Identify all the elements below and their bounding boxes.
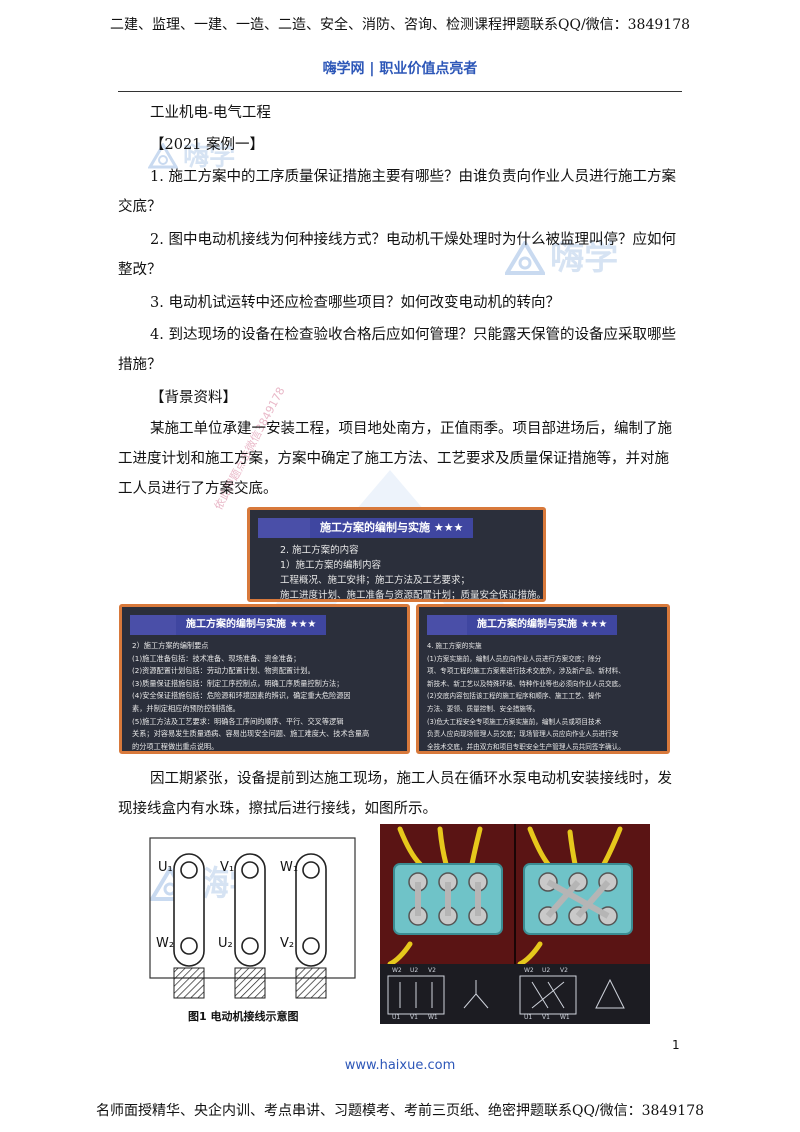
photo-terminal-label: V2 (560, 967, 568, 974)
top-contact-banner: 二建、监理、一建、一造、二造、安全、消防、咨询、检测课程押题联系QQ/微信：38… (109, 17, 691, 33)
slide-line: (5)施工方法及工艺要求：明确各工序间的顺序、平行、交叉等逻辑 (132, 716, 344, 726)
slide-line: (2)资源配置计划包括：劳动力配置计划、物资配置计划。 (132, 666, 315, 676)
photo-terminal-label: U1 (392, 1014, 401, 1021)
site-slogan: 嗨学网 | 职业价值点亮者 (322, 61, 478, 77)
photo-terminal-label: W2 (524, 967, 534, 974)
watermark-logo-icon (147, 142, 179, 169)
slide-header: 施工方案的编制与实施 ★★★ (258, 518, 474, 538)
photo-terminal-label: V1 (542, 1014, 550, 1021)
photo-terminal-label: U2 (542, 967, 551, 974)
terminal-label: W₁ (280, 860, 299, 875)
slide-header: 施工方案的编制与实施 ★★★ (130, 615, 327, 635)
slide-line: 关系；对容易发生质量通病、容易出现安全问题、施工难度大、技术含量高 (132, 729, 370, 739)
terminal-label: W₂ (156, 936, 175, 951)
slide-line: 2）施工方案的编制要点 (132, 641, 209, 650)
slide-body: 4. 施工方案的实施 (1)方案实施前，编制人员应向作业人员进行方案交底；除分 … (427, 640, 625, 751)
terminal-box-photo-icon (380, 824, 650, 1024)
slide-header-block (130, 615, 176, 635)
site-url: www.haixue.com (344, 1058, 456, 1073)
terminal-label: U₁ (158, 860, 173, 875)
bottom-contact-banner: 名师面授精华、央企内训、考点串讲、习题模考、考前三页纸、绝密押题联系QQ/微信：… (95, 1103, 705, 1119)
photo-terminal-label: W2 (392, 967, 402, 974)
background-tag: 【背景资料】 (150, 390, 237, 406)
slide-line: 素，并制定相应的预防控制措施。 (132, 703, 240, 713)
slide-line: 1）施工方案的编制内容 (280, 560, 382, 571)
equipment-paragraph: 因工期紧张，设备提前到达施工现场，施工人员在循环水泵电动机安装接线时，发现接线盒… (118, 771, 672, 817)
slide-line: (3)质量保证措施包括：制定工序控制点，明确工序质量控制方法； (132, 678, 344, 688)
slide-body: 2）施工方案的编制要点 (1)施工准备包括：技术准备、现场准备、资金准备； (2… (132, 640, 370, 751)
photo-terminal-label: W1 (428, 1014, 438, 1021)
slide-title: 施工方案的编制与实施 ★★★ (176, 615, 327, 635)
watermark-logo: 嗨学 (147, 140, 236, 177)
terminal-label: U₂ (218, 936, 233, 951)
slide-line: 工程概况、施工安排；施工方法及工艺要求； (280, 575, 471, 586)
slide-line: 施工进度计划、施工准备与资源配置计划；质量安全保证措施。 (280, 590, 546, 601)
slide-line: (3)危大工程安全专项施工方案实施前，编制人员或项目技术 (427, 717, 602, 726)
slide-line: 全技术交底，并由双方和项目专职安全生产管理人员共同签字确认。 (427, 742, 625, 751)
question-2: 2. 图中电动机接线为何种接线方式？电动机干燥处理时为什么被监理叫停？应如何整改… (118, 232, 676, 278)
watermark-logo-text: 嗨学 (183, 142, 236, 172)
slide-plan-implementation: 施工方案的编制与实施 ★★★ 4. 施工方案的实施 (1)方案实施前，编制人员应… (416, 604, 670, 754)
photo-terminal-label: W1 (560, 1014, 570, 1021)
page-number: 1 (672, 1038, 680, 1052)
slide-header: 施工方案的编制与实施 ★★★ (427, 615, 618, 635)
photo-terminal-label: U2 (410, 967, 419, 974)
slide-line: 项、专项工程的施工方案需进行技术交底外，涉及新产品、新材料、 (427, 667, 625, 676)
slide-line: 负责人应向现场管理人员交底；现场管理人员应向作业人员进行安 (427, 730, 619, 739)
subject-line: 工业机电-电气工程 (150, 105, 271, 121)
wiring-diagram: U₁ V₁ W₁ W₂ U₂ V₂ 图1 电动机接线示意图 (140, 836, 370, 1026)
slide-line: 的分项工程做出重点说明。 (132, 741, 219, 751)
background-paragraph: 某施工单位承建一安装工程，项目地处南方，正值雨季。项目部进场后，编制了施工进度计… (118, 421, 672, 497)
slide-plan-content: 施工方案的编制与实施 ★★★ 2. 施工方案的内容 1）施工方案的编制内容 工程… (247, 507, 546, 602)
slide-title: 施工方案的编制与实施 ★★★ (467, 615, 618, 635)
case-tag: 【2021 案例一】 (150, 137, 265, 153)
photo-terminal-label: U1 (524, 1014, 533, 1021)
slide-plan-key-points: 施工方案的编制与实施 ★★★ 2）施工方案的编制要点 (1)施工准备包括：技术准… (119, 604, 410, 754)
slide-header-block (258, 518, 310, 538)
terminal-box-photo: W2 U2 V2 U1 V1 W1 W2 U2 V2 U1 V1 W1 (380, 824, 650, 1024)
slide-line: (1)施工准备包括：技术准备、现场准备、资金准备； (132, 653, 301, 663)
terminal-schematic-icon (149, 837, 356, 999)
question-1: 1. 施工方案中的工序质量保证措施主要有哪些？由谁负责向作业人员进行施工方案交底… (118, 169, 676, 215)
header-divider (118, 91, 682, 92)
question-3: 3. 电动机试运转中还应检查哪些项目？如何改变电动机的转向？ (150, 295, 560, 311)
slide-line: (4)安全保证措施包括：危险源和环境因素的辨识，确定重大危险源因 (132, 691, 351, 701)
slide-line: 方法、要领、质量控制、安全措施等。 (427, 704, 540, 713)
slide-line: 2. 施工方案的内容 (280, 545, 359, 556)
watermark-logo-icon (503, 239, 547, 275)
terminal-label: V₂ (280, 936, 295, 951)
photo-terminal-label: V1 (410, 1014, 418, 1021)
slide-line: (1)方案实施前，编制人员应向作业人员进行方案交底；除分 (427, 654, 602, 663)
question-4: 4. 到达现场的设备在检查验收合格后应如何管理？只能露天保管的设备应采取哪些措施… (118, 327, 676, 373)
watermark-logo-text: 嗨学 (550, 238, 619, 278)
slide-line: 新技术、新工艺以及特殊环境、特种作业等也必须向作业人员交底。 (427, 679, 625, 688)
figure-caption: 图1 电动机接线示意图 (188, 1010, 299, 1023)
photo-terminal-label: V2 (428, 967, 436, 974)
slide-line: 4. 施工方案的实施 (427, 642, 482, 650)
terminal-label: V₁ (220, 860, 235, 875)
slide-line: (2)交底内容包括该工程的施工程序和顺序、施工工艺、操作 (427, 692, 602, 701)
slide-title: 施工方案的编制与实施 ★★★ (310, 518, 474, 538)
watermark-logo: 嗨学 (503, 236, 619, 285)
slide-header-block (427, 615, 467, 635)
slide-body: 2. 施工方案的内容 1）施工方案的编制内容 工程概况、施工安排；施工方法及工艺… (280, 543, 546, 601)
